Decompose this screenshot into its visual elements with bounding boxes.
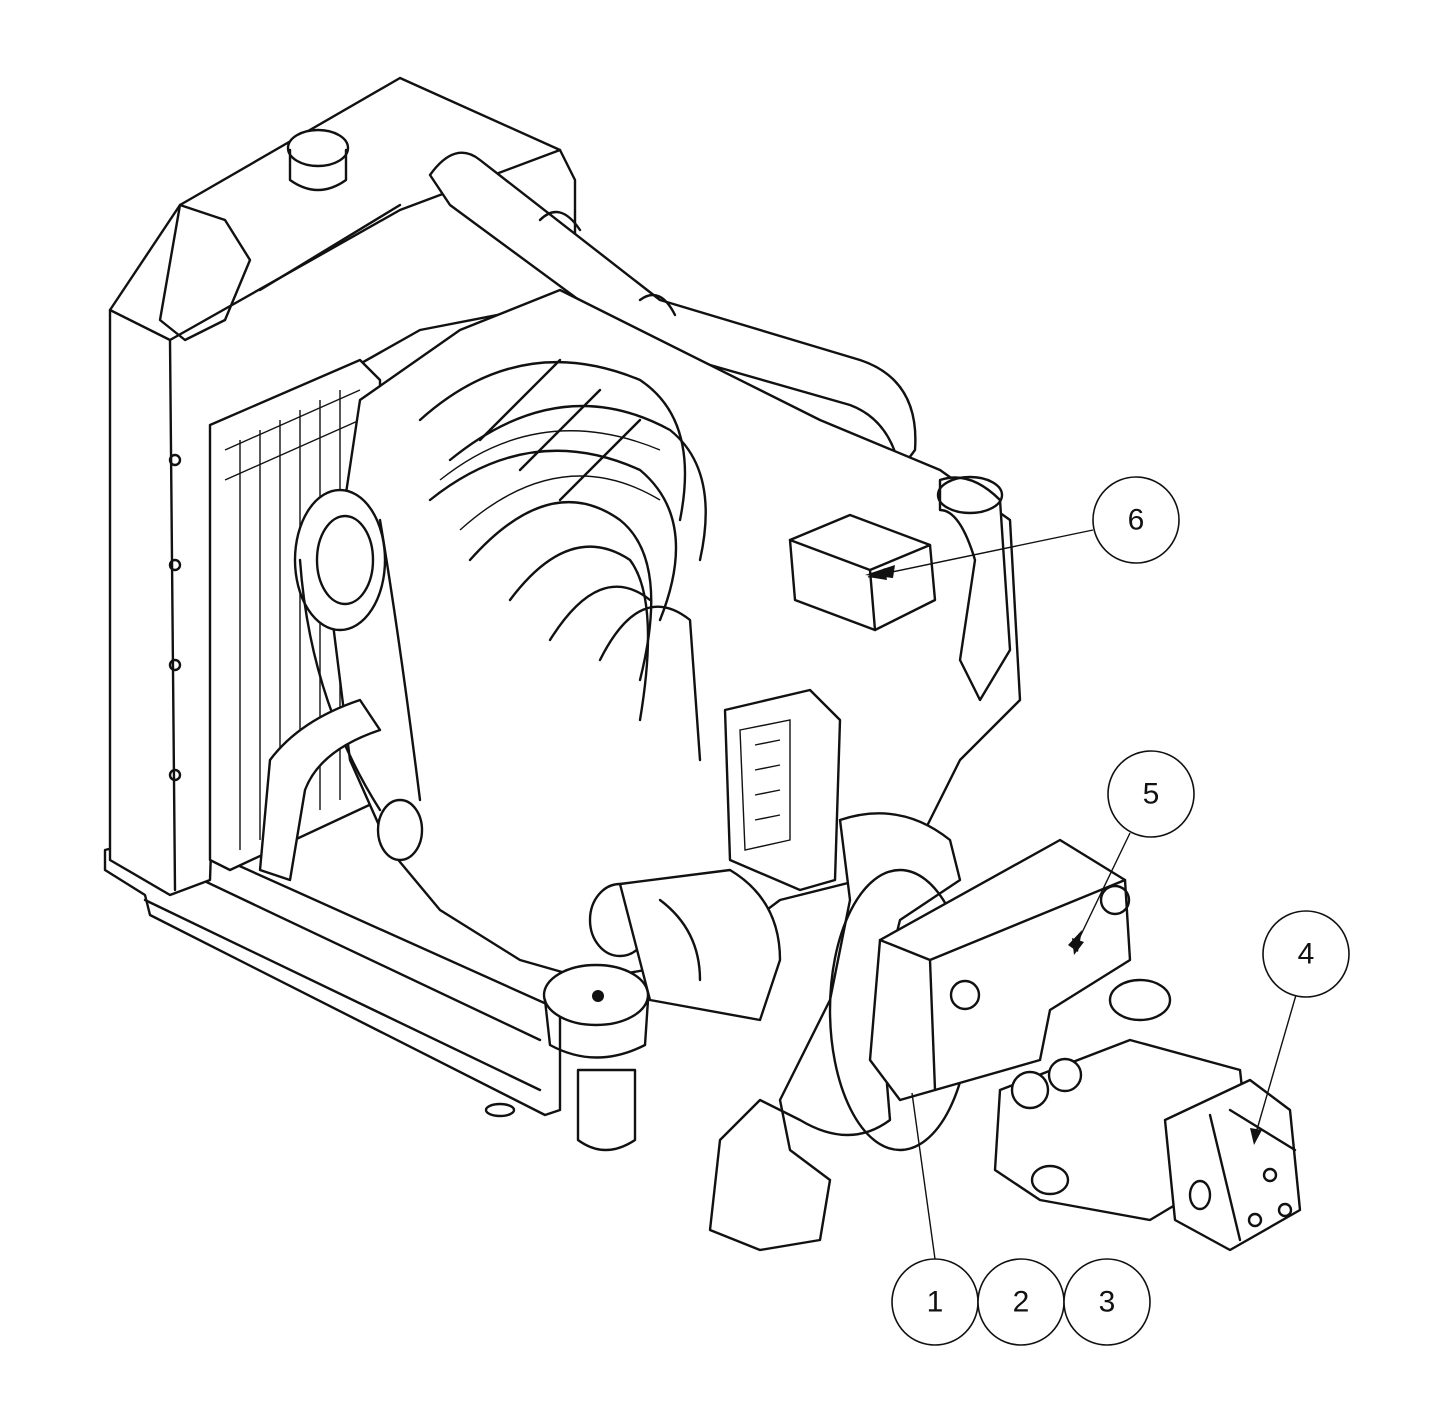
callout-1[interactable]: 1 <box>891 1258 979 1346</box>
exhaust-pipe <box>936 475 1012 702</box>
callout-3-label: 3 <box>1099 1286 1116 1319</box>
ecu-module <box>723 688 842 892</box>
callout-6-leader <box>867 529 1094 578</box>
lower-hose <box>258 698 382 882</box>
callout-1-leader <box>911 1092 936 1260</box>
callout-4-label: 4 <box>1298 938 1315 971</box>
oil-filter <box>542 963 650 1152</box>
callout-4[interactable]: 4 <box>1262 910 1350 998</box>
callout-4-leader <box>1255 994 1297 1134</box>
callout-5[interactable]: 5 <box>1107 750 1195 838</box>
callout-1-label: 1 <box>927 1286 944 1319</box>
intake-manifold <box>418 358 707 762</box>
callout-3[interactable]: 3 <box>1063 1258 1151 1346</box>
starter-motor <box>588 868 782 1022</box>
upper-hose <box>428 151 917 472</box>
control-box <box>788 513 937 632</box>
gear-pump <box>1163 1078 1302 1252</box>
callout-2[interactable]: 2 <box>977 1258 1065 1346</box>
callout-6-label: 6 <box>1128 504 1145 537</box>
callout-2-label: 2 <box>1013 1286 1030 1319</box>
callouts: 1 2 3 4 5 6 <box>867 476 1350 1346</box>
callout-5-leader <box>1076 832 1131 944</box>
belt-pulley <box>293 488 424 862</box>
callout-5-label: 5 <box>1143 778 1160 811</box>
callout-6[interactable]: 6 <box>1092 476 1180 564</box>
